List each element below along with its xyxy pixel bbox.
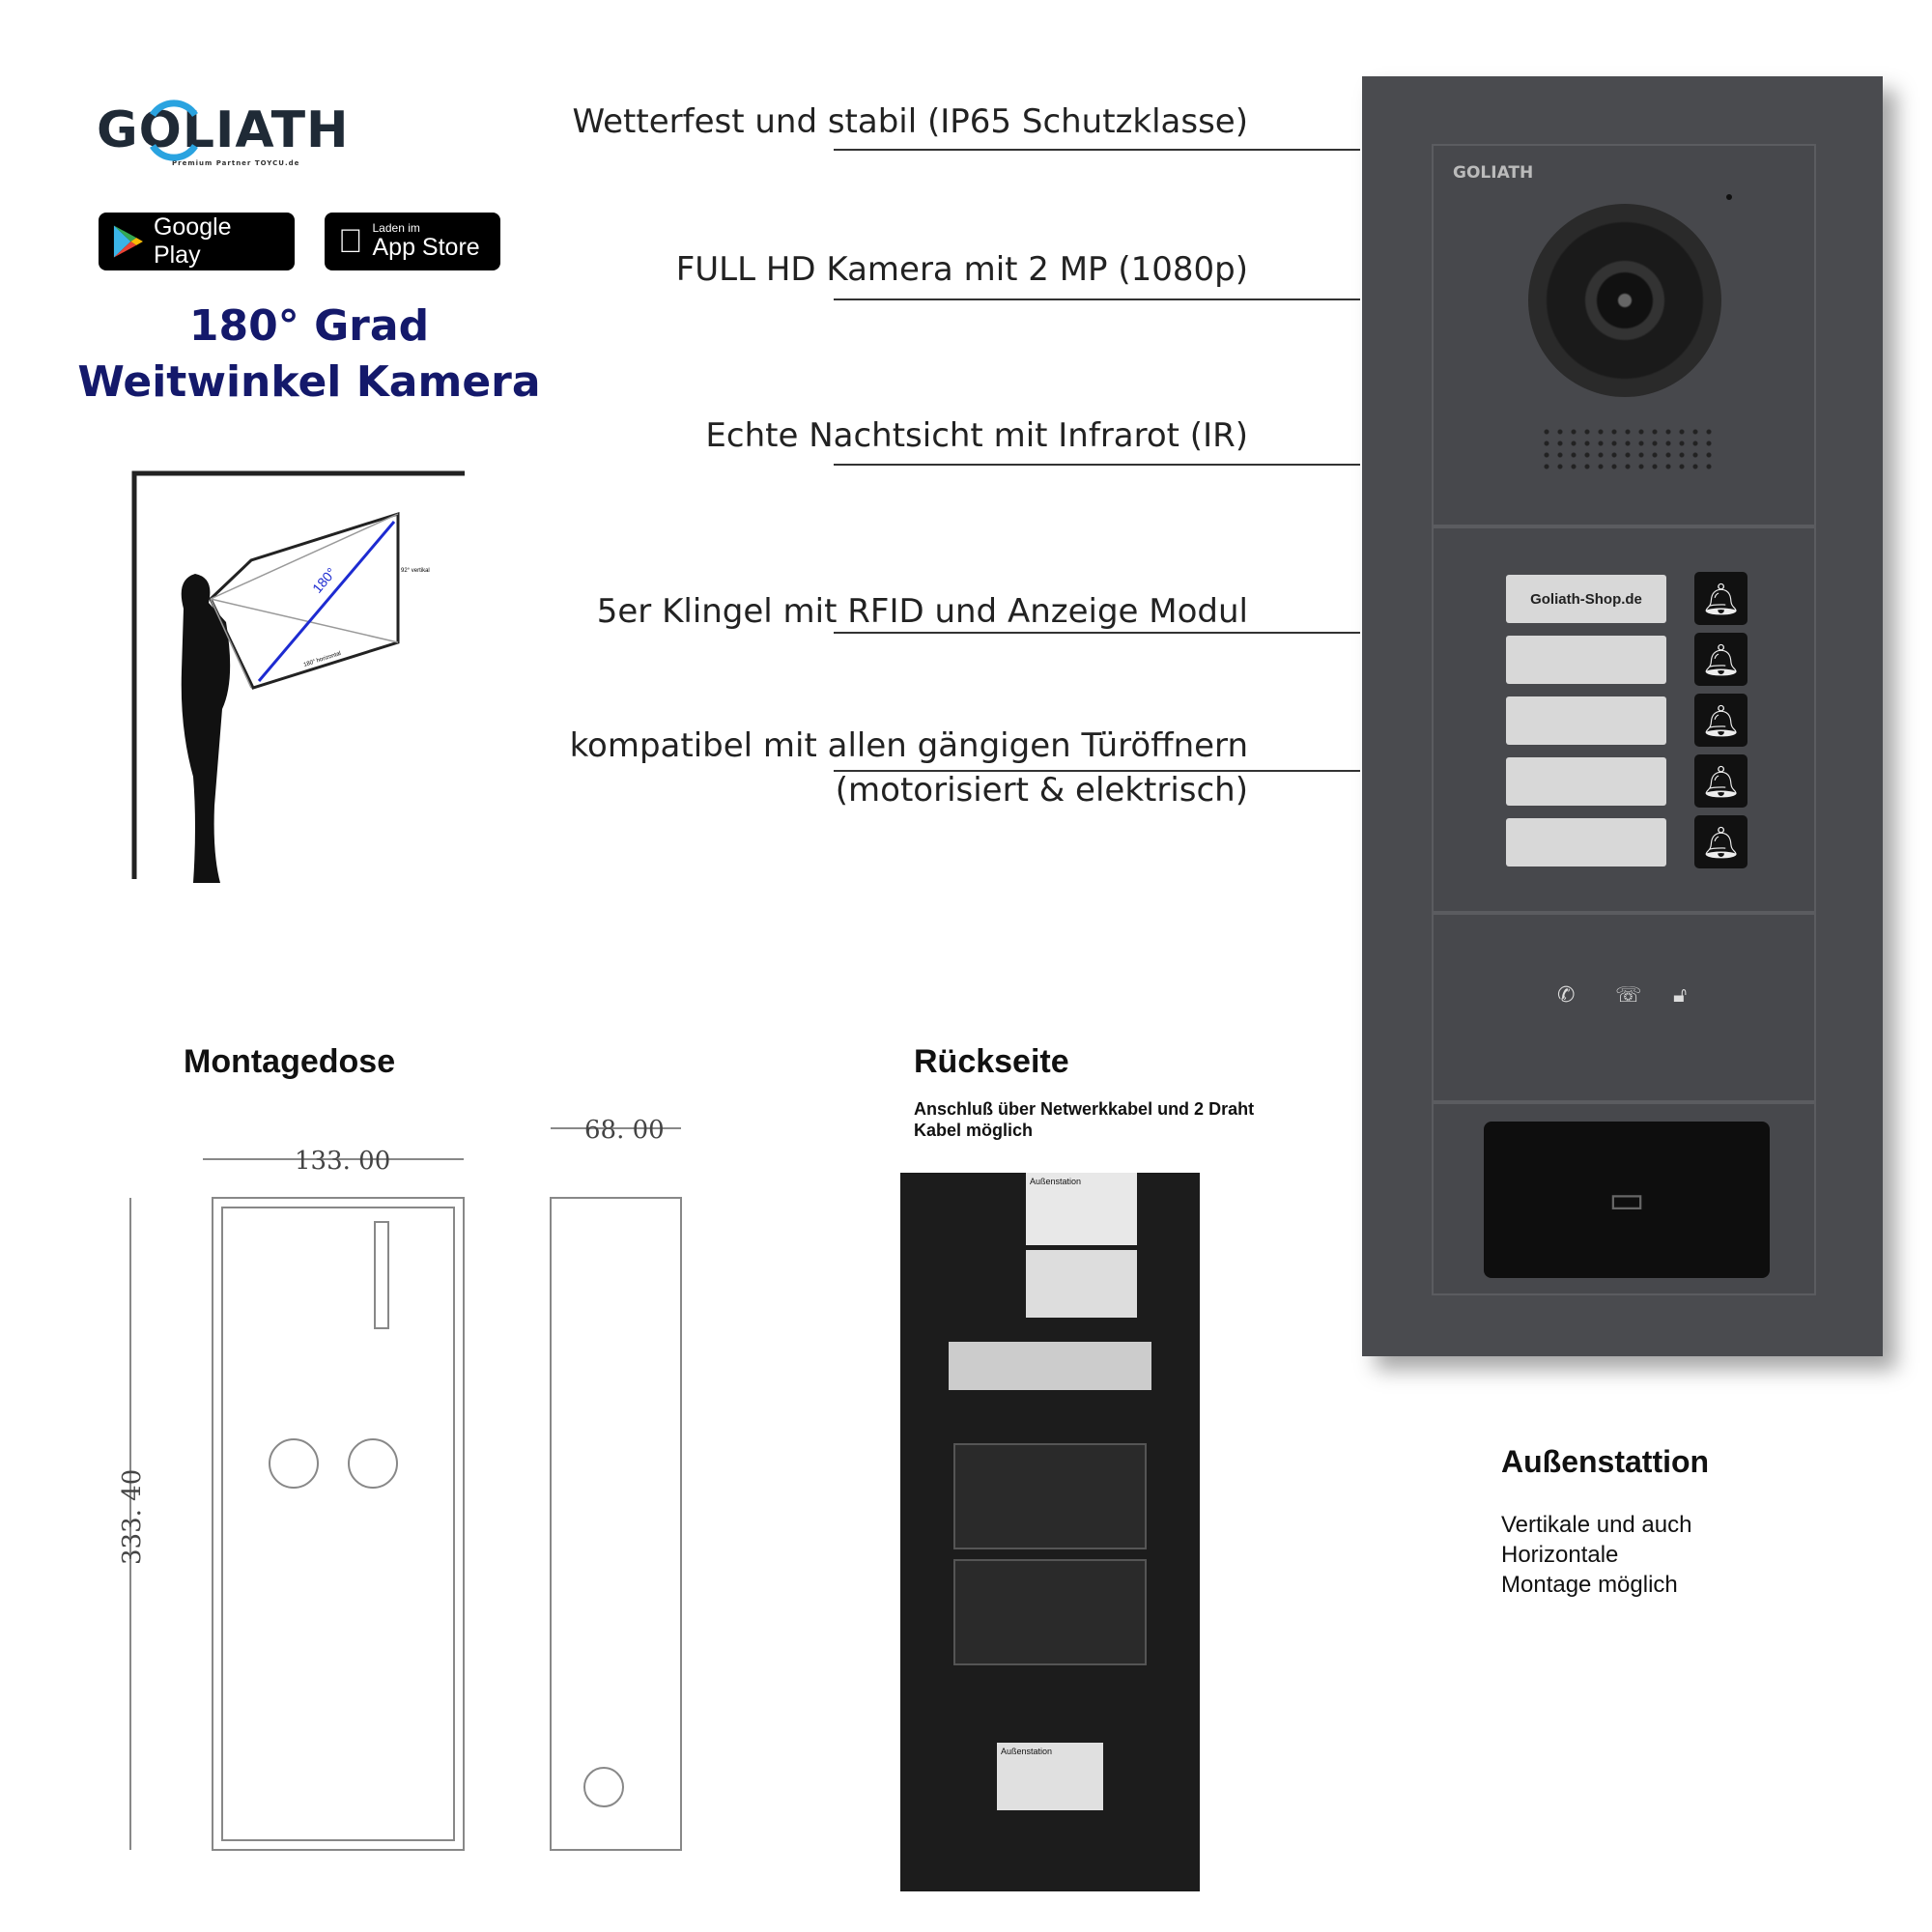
- talk-icon: ☏: [1615, 982, 1642, 1007]
- aussen-title: Außenstattion: [1501, 1444, 1710, 1479]
- nameplate-3: [1506, 696, 1666, 745]
- feature-camera: FULL HD Kamera mit 2 MP (1080p): [675, 250, 1248, 289]
- nameplate-1: Goliath-Shop.de: [1506, 575, 1666, 623]
- logo-arc-icon: [150, 99, 198, 161]
- app-store-label: App Store: [348, 233, 480, 261]
- feature-line: [834, 770, 1360, 772]
- field-of-view-diagram: 180° 92° vertikal 180° horizontal: [131, 470, 465, 883]
- aussen-line-2: Horizontale: [1501, 1542, 1619, 1568]
- feature-line: [834, 632, 1360, 634]
- bell-button-2[interactable]: 🔔︎: [1694, 633, 1747, 686]
- camera-heading-1: 180° Grad: [188, 301, 430, 351]
- bell-icon: 🔔︎: [1701, 702, 1741, 738]
- rfid-card-icon: ▭: [1484, 1122, 1770, 1278]
- feature-line: [834, 149, 1360, 151]
- feature-bells: 5er Klingel mit RFID und Anzeige Modul: [596, 592, 1248, 631]
- bell-button-5[interactable]: 🔔︎: [1694, 815, 1747, 868]
- camera-module: GOLIATH: [1432, 144, 1816, 526]
- feature-nightvision: Echte Nachtsicht mit Infrarot (IR): [705, 416, 1248, 455]
- nameplate-2: [1506, 636, 1666, 684]
- indicator-module: ✆ ☏ 🔓︎: [1432, 913, 1816, 1102]
- aussen-line-3: Montage möglich: [1501, 1572, 1678, 1598]
- bell-icon: 🔔︎: [1701, 824, 1741, 860]
- panel-brand: GOLIATH: [1453, 163, 1534, 183]
- nameplate-4: [1506, 757, 1666, 806]
- speaker-grille: [1540, 426, 1714, 474]
- bell-button-3[interactable]: 🔔︎: [1694, 694, 1747, 747]
- call-icon: ✆: [1557, 982, 1576, 1007]
- back-side-photo: Außenstation Außenstation: [900, 1173, 1200, 1891]
- bell-icon: 🔔︎: [1701, 641, 1741, 677]
- feature-compatible-2: (motorisiert & elektrisch): [835, 771, 1248, 810]
- rueckseite-desc-2: Kabel möglich: [914, 1121, 1034, 1140]
- rueckseite-desc-1: Anschluß über Netwerkkabel und 2 Draht: [914, 1099, 1255, 1119]
- svg-text:133. 00: 133. 00: [295, 1147, 390, 1176]
- feature-line: [834, 464, 1360, 466]
- outdoor-station-panel: GOLIATH Goliath-Shop.de 🔔︎ 🔔︎ 🔔︎ 🔔︎ 🔔︎ ✆…: [1362, 76, 1883, 1356]
- rueckseite-title: Rückseite: [914, 1043, 1069, 1080]
- svg-text:92° vertikal: 92° vertikal: [401, 568, 430, 574]
- bell-icon: 🔔︎: [1701, 763, 1741, 799]
- svg-text:68. 00: 68. 00: [584, 1116, 665, 1145]
- feature-weatherproof: Wetterfest und stabil (IP65 Schutzklasse…: [572, 102, 1249, 141]
- svg-text:333. 40: 333. 40: [118, 1469, 147, 1565]
- app-store-small: Laden im: [348, 220, 420, 235]
- feature-compatible: kompatibel mit allen gängigen Türöffnern: [569, 726, 1248, 765]
- aussen-line-1: Vertikale und auch: [1501, 1512, 1692, 1538]
- bell-module: Goliath-Shop.de 🔔︎ 🔔︎ 🔔︎ 🔔︎ 🔔︎: [1432, 526, 1816, 913]
- google-play-icon: [113, 225, 143, 258]
- bell-button-4[interactable]: 🔔︎: [1694, 754, 1747, 808]
- mounting-box-drawing: 133. 00 68. 00 333. 40: [118, 1116, 682, 1851]
- apple-icon: : [338, 223, 363, 261]
- nameplate-5: [1506, 818, 1666, 867]
- feature-line: [834, 298, 1360, 300]
- camera-heading-2: Weitwinkel Kamera: [77, 357, 541, 407]
- montagedose-title: Montagedose: [184, 1043, 396, 1080]
- aussen-desc: Vertikale und auch Horizontale Montage m…: [1501, 1510, 1691, 1600]
- bell-button-1[interactable]: 🔔︎: [1694, 572, 1747, 625]
- rfid-module: ▭: [1432, 1102, 1816, 1295]
- camera-lens-icon: [1528, 204, 1721, 397]
- google-play-button[interactable]: Google Play: [99, 213, 295, 270]
- unlock-icon: 🔓︎: [1673, 982, 1688, 1007]
- person-silhouette-icon: [181, 574, 231, 883]
- google-play-label: Google Play: [153, 213, 232, 269]
- bell-icon: 🔔︎: [1701, 581, 1741, 616]
